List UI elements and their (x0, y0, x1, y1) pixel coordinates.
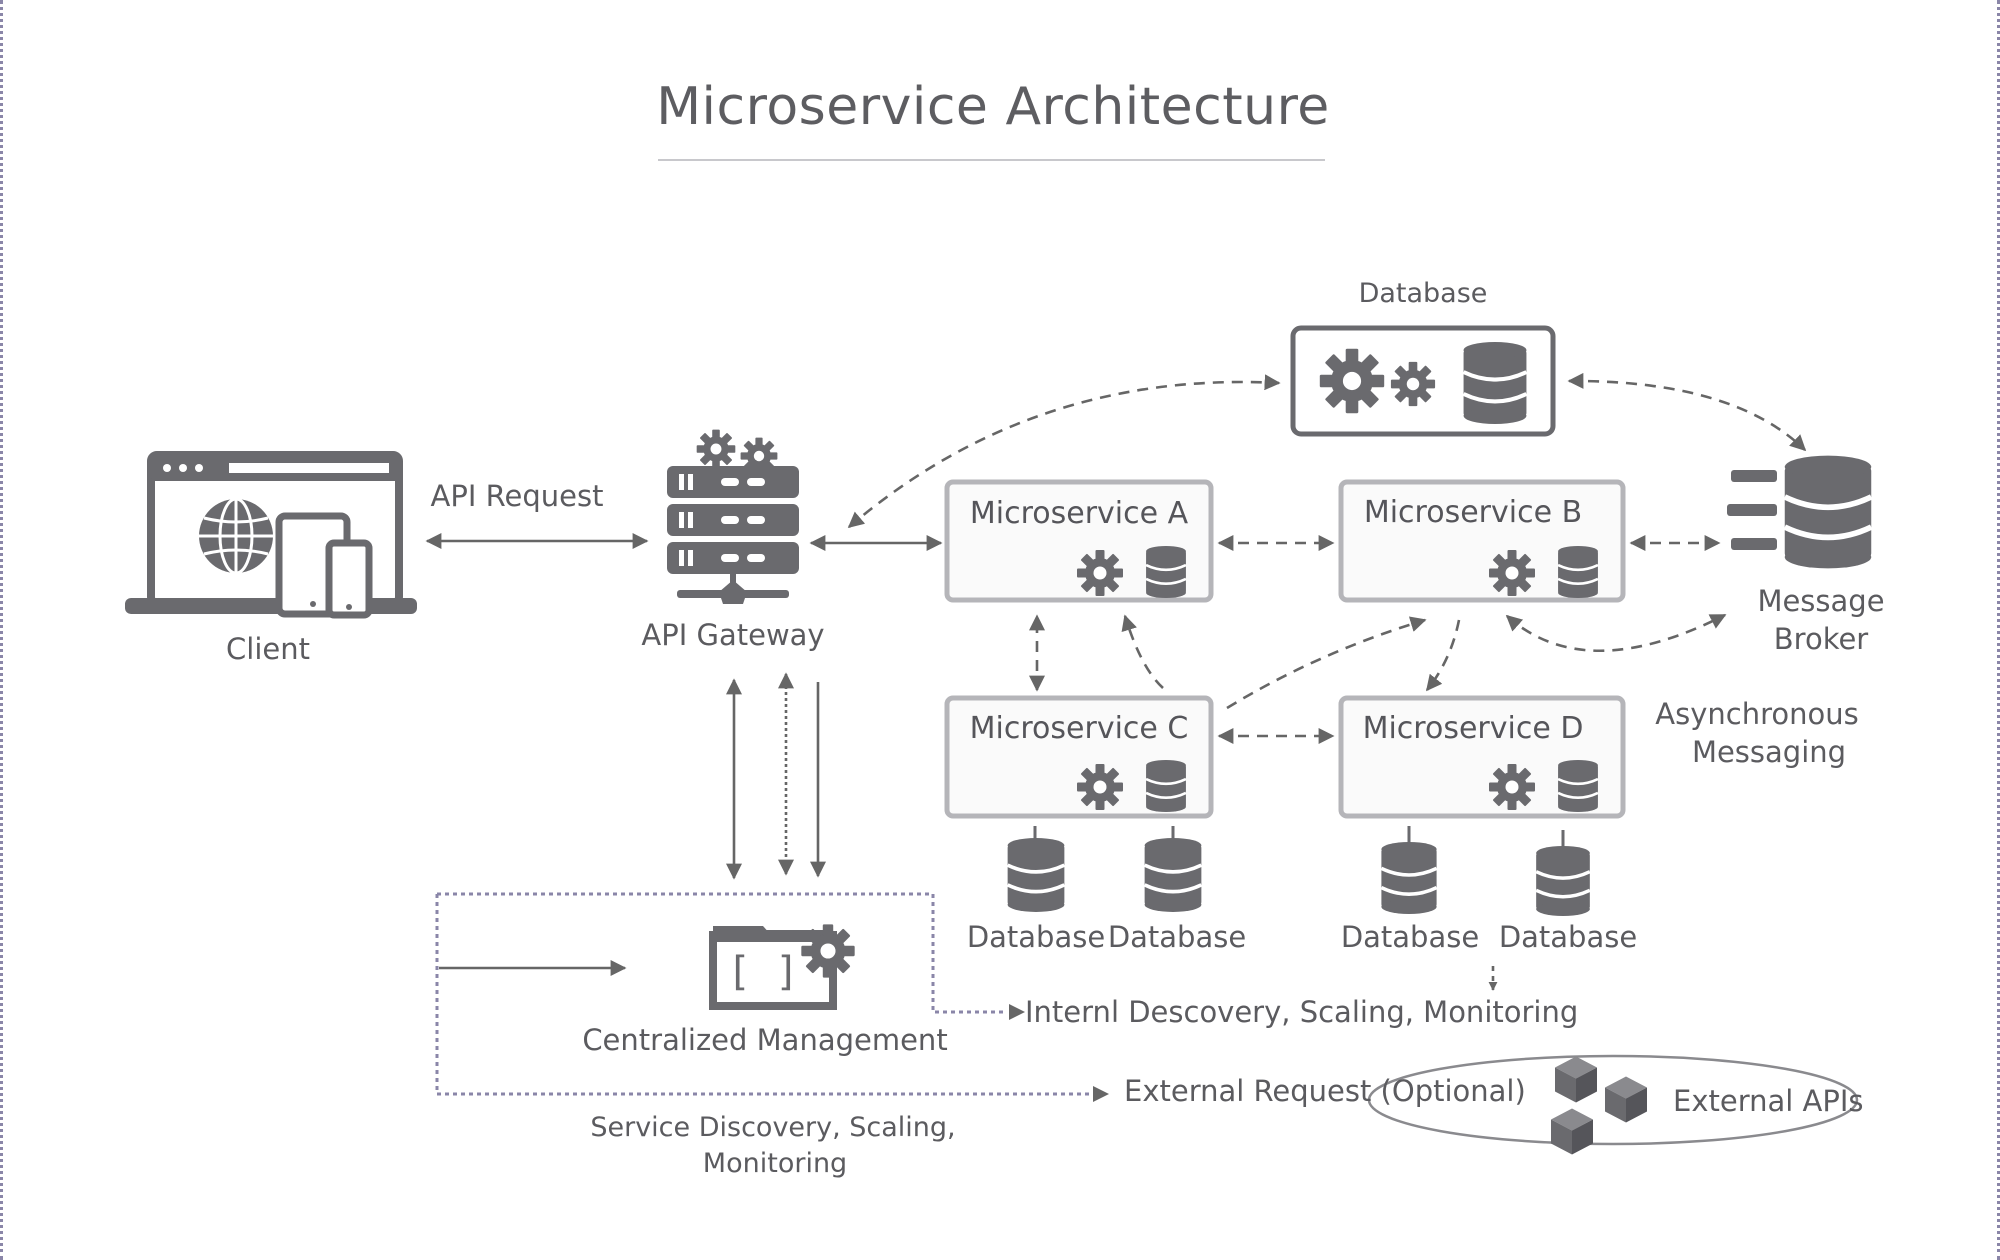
database-label-4: Database (1498, 920, 1638, 954)
centralized-management-label: Centralized Management (582, 1023, 948, 1057)
client-icon (125, 451, 417, 619)
page-title: Microservice Architecture (656, 77, 1330, 137)
microservice-b-box (1338, 479, 1626, 603)
external-apis-icon (1367, 1054, 1859, 1155)
internal-discovery-label: Internl Descovery, Scaling, Monitoring (1025, 995, 1579, 1029)
database-label-1: Database (966, 920, 1106, 954)
frame-arrowheads (1009, 1004, 1109, 1102)
microservice-d-label: Microservice D (1362, 711, 1584, 746)
service-discovery-label-line1: Service Discovery, Scaling, (590, 1112, 956, 1143)
centralized-management-icon: [ ] (709, 924, 855, 1010)
connectors (425, 372, 1807, 991)
database-label-3: Database (1340, 920, 1480, 954)
microservice-a-label: Microservice A (969, 496, 1189, 531)
microservice-b-label: Microservice B (1363, 495, 1583, 530)
external-request-label: External Request (Optional) (1124, 1074, 1526, 1108)
message-broker-icon (1727, 456, 1871, 569)
async-messaging-label-line1: Asynchronous (1655, 697, 1859, 731)
api-request-label: API Request (430, 479, 604, 513)
microservice-c-label: Microservice C (969, 711, 1189, 746)
database-d2-icon (1536, 830, 1590, 916)
database-d1-icon (1381, 826, 1436, 914)
management-frame (435, 892, 1095, 1096)
client-label: Client (226, 632, 310, 666)
external-apis-label: External APIs (1673, 1084, 1864, 1118)
async-messaging-label-line2: Messaging (1691, 735, 1847, 769)
svg-text:[ ]: [ ] (727, 949, 799, 995)
microservice-d-box (1338, 695, 1626, 819)
top-database-label: Database (1358, 278, 1488, 309)
service-discovery-label-line2: Monitoring (702, 1148, 848, 1179)
api-gateway-label: API Gateway (641, 618, 825, 652)
database-c2-icon (1145, 826, 1202, 912)
top-database-box (1290, 325, 1556, 437)
api-gateway-icon (667, 429, 799, 604)
database-label-2: Database (1107, 920, 1247, 954)
microservice-c-box (944, 695, 1214, 819)
database-c1-icon (1008, 826, 1065, 912)
message-broker-label-line2: Broker (1773, 622, 1869, 656)
architecture-diagram: [ ] (125, 159, 2000, 1155)
message-broker-label-line1: Message (1757, 584, 1885, 618)
